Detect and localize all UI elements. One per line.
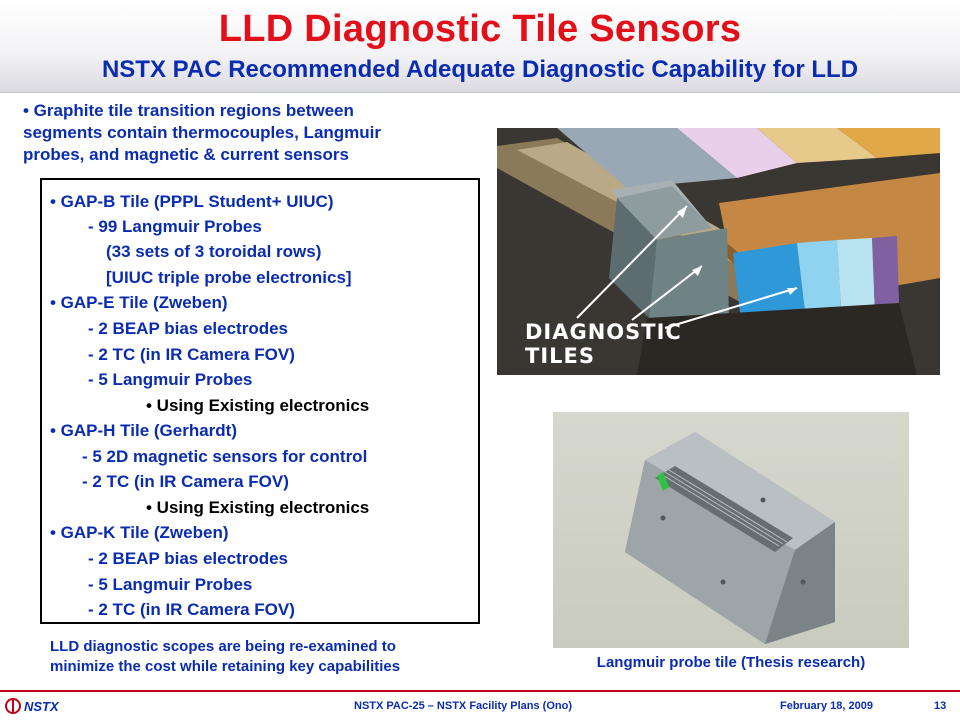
probe-tile-illustration [625,432,835,644]
svg-text:NSTX: NSTX [24,699,60,714]
footer-rule [0,690,960,692]
intro-bullet: • Graphite tile transition regions betwe… [23,100,493,166]
nstx-logo-icon: NSTX [5,698,60,714]
label-line: TILES [525,344,595,368]
tile-detail: - 5 2D magnetic sensors for control [82,447,368,466]
tile-detail: - 5 Langmuir Probes [88,370,253,389]
gap-b-heading: • GAP-B Tile (PPPL Student+ UIUC) [50,192,334,211]
tile-detail: - 2 TC (in IR Camera FOV) [82,472,289,491]
note-line: minimize the cost while retaining key ca… [50,658,401,675]
diagnostic-tiles-render: DIAGNOSTIC TILES [497,128,940,375]
title-banner: LLD Diagnostic Tile Sensors NSTX PAC Rec… [0,0,960,93]
tile-list-box: • GAP-B Tile (PPPL Student+ UIUC) - 99 L… [40,178,480,624]
intro-line: • Graphite tile transition regions betwe… [23,101,354,120]
page-number: 13 [934,700,947,712]
intro-line: segments contain thermocouples, Langmuir [23,123,382,142]
slide-title: LLD Diagnostic Tile Sensors [218,8,742,50]
footer-presentation: NSTX PAC-25 – NSTX Facility Plans (Ono) [354,700,573,712]
langmuir-probe-tile-image [553,412,909,648]
electronics-note: • Using Existing electronics [146,498,370,517]
tile-detail: - 2 BEAP bias electrodes [88,549,288,568]
footer-date: February 18, 2009 [780,700,873,712]
tile-assembly-illustration [497,128,940,375]
note-line: LLD diagnostic scopes are being re-exami… [50,638,396,655]
diagnostic-tiles-label: DIAGNOSTIC TILES [525,320,682,368]
label-line: DIAGNOSTIC [525,320,682,344]
slide-subtitle: NSTX PAC Recommended Adequate Diagnostic… [101,56,859,83]
tile-detail: - 2 TC (in IR Camera FOV) [88,345,295,364]
tile-detail: - 2 TC (in IR Camera FOV) [88,600,295,619]
electronics-note: • Using Existing electronics [146,396,370,415]
gap-k-heading: • GAP-K Tile (Zweben) [50,523,229,542]
intro-line: probes, and magnetic & current sensors [23,145,349,164]
tile-detail: - 2 BEAP bias electrodes [88,319,288,338]
cost-note: LLD diagnostic scopes are being re-exami… [50,637,500,677]
tile-detail: [UIUC triple probe electronics] [106,268,352,287]
nstx-logo: NSTX [4,696,84,716]
tile-detail: - 99 Langmuir Probes [88,217,262,236]
tile-detail: - 5 Langmuir Probes [88,575,253,594]
gap-h-heading: • GAP-H Tile (Gerhardt) [50,421,237,440]
probe-tile-caption: Langmuir probe tile (Thesis research) [596,654,866,671]
tile-detail: (33 sets of 3 toroidal rows) [106,242,322,261]
gap-e-heading: • GAP-E Tile (Zweben) [50,293,228,312]
